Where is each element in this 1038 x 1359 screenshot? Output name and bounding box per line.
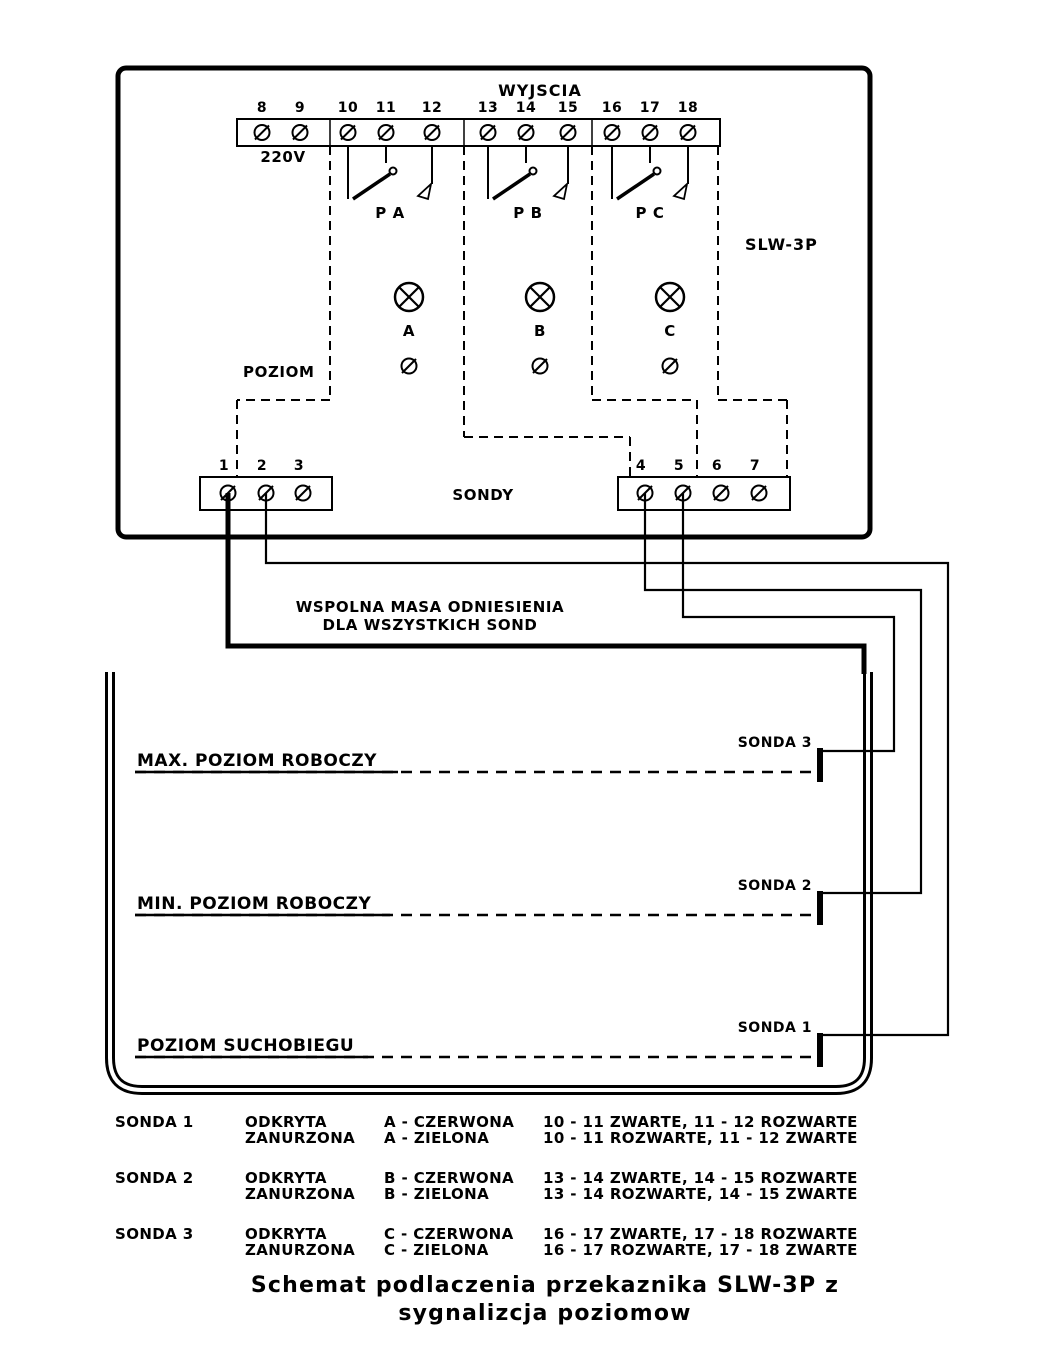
- relay-contact-a: [347, 146, 433, 201]
- legend-lamp-color: C - CZERWONA: [384, 1225, 514, 1243]
- relay-label: P B: [513, 204, 542, 222]
- output-terminal-number: 11: [376, 100, 396, 116]
- output-terminal-number: 8: [257, 100, 267, 116]
- relay-device-box: [115, 65, 873, 540]
- probe-label-middle: SONDA 2: [738, 878, 812, 894]
- probe-terminal-number: 4: [636, 458, 646, 474]
- legend-state: ODKRYTA: [245, 1169, 327, 1187]
- relay-contact-c: [611, 146, 689, 201]
- probe-terminal-number: 5: [674, 458, 684, 474]
- legend-contacts: 13 - 14 ZWARTE, 14 - 15 ROZWARTE: [543, 1169, 858, 1187]
- probe-wire-sonda-1: [264, 493, 950, 1037]
- probe-terminal-number: 6: [712, 458, 722, 474]
- output-terminal-number: 12: [422, 100, 442, 116]
- legend: SONDA 1 ODKRYTA A - CZERWONA 10 - 11 ZWA…: [115, 1113, 858, 1259]
- output-terminal-number: 15: [558, 100, 578, 116]
- legend-probe-name: SONDA 3: [115, 1225, 194, 1243]
- legend-lamp-color: A - CZERWONA: [384, 1113, 514, 1131]
- probe-terminal-number: 1: [219, 458, 229, 474]
- legend-state: ODKRYTA: [245, 1225, 327, 1243]
- legend-state: ZANURZONA: [245, 1129, 355, 1147]
- level-section-label: POZIOM: [243, 363, 314, 381]
- probe-terminal-number: 7: [750, 458, 760, 474]
- tank: [105, 672, 873, 1095]
- internal-dashed-wiring: [236, 146, 788, 476]
- relay-contact-b: [487, 146, 569, 201]
- probe-terminal-number: 2: [257, 458, 267, 474]
- lamp-label: B: [534, 322, 546, 340]
- probe-wire-sonda-2: [643, 493, 923, 895]
- lamp-terminal-screws: [400, 357, 679, 375]
- indicator-lamp-b: [524, 281, 556, 313]
- legend-lamp-color: C - ZIELONA: [384, 1241, 489, 1259]
- outputs-title: WYJSCIA: [498, 81, 582, 100]
- indicator-lamp-a: [393, 281, 425, 313]
- legend-contacts: 16 - 17 ZWARTE, 17 - 18 ROZWARTE: [543, 1225, 858, 1243]
- output-terminal-strip: [236, 118, 721, 147]
- common-mass-wire: [225, 493, 867, 674]
- probe-wire-sonda-3: [681, 493, 896, 753]
- output-terminal-number: 13: [478, 100, 498, 116]
- probe-terminal-screws-right: [636, 484, 768, 502]
- legend-probe-name: SONDA 1: [115, 1113, 194, 1131]
- output-terminal-number: 9: [295, 100, 305, 116]
- output-terminal-number: 14: [516, 100, 536, 116]
- probe-terminal-block-right: [617, 476, 791, 511]
- output-terminal-number: 17: [640, 100, 660, 116]
- legend-probe-name: SONDA 2: [115, 1169, 194, 1187]
- output-terminal-number: 18: [678, 100, 698, 116]
- output-terminal-screws: [253, 124, 697, 141]
- probes-section-label: SONDY: [452, 486, 514, 504]
- legend-state: ODKRYTA: [245, 1113, 327, 1131]
- level-label-min: MIN. POZIOM ROBOCZY: [137, 894, 371, 914]
- device-model-label: SLW-3P: [745, 235, 818, 254]
- legend-lamp-color: B - ZIELONA: [384, 1185, 489, 1203]
- lamp-label: C: [664, 322, 676, 340]
- diagram-caption-line2: sygnalizcja poziomow: [398, 1301, 691, 1326]
- legend-lamp-color: A - ZIELONA: [384, 1129, 489, 1147]
- common-mass-note-line1: WSPOLNA MASA ODNIESIENIA: [296, 598, 565, 616]
- indicator-lamp-c: [654, 281, 686, 313]
- supply-voltage-label: 220V: [260, 148, 305, 166]
- legend-lamp-color: B - CZERWONA: [384, 1169, 514, 1187]
- diagram-caption-line1: Schemat podlaczenia przekaznika SLW-3P z: [251, 1273, 839, 1298]
- probe-terminal-number: 3: [294, 458, 304, 474]
- legend-contacts: 10 - 11 ZWARTE, 11 - 12 ROZWARTE: [543, 1113, 858, 1131]
- legend-contacts: 10 - 11 ROZWARTE, 11 - 12 ZWARTE: [543, 1129, 858, 1147]
- output-terminal-number: 16: [602, 100, 622, 116]
- relay-label: P A: [375, 204, 405, 222]
- level-label-dry-run: POZIOM SUCHOBIEGU: [137, 1036, 354, 1056]
- common-mass-note-line2: DLA WSZYSTKICH SOND: [323, 616, 538, 634]
- output-terminal-number: 10: [338, 100, 358, 116]
- legend-contacts: 16 - 17 ROZWARTE, 17 - 18 ZWARTE: [543, 1241, 858, 1259]
- level-label-max: MAX. POZIOM ROBOCZY: [137, 751, 377, 771]
- relay-label: P C: [635, 204, 664, 222]
- probe-label-bottom: SONDA 1: [738, 1020, 812, 1036]
- legend-state: ZANURZONA: [245, 1185, 355, 1203]
- legend-contacts: 13 - 14 ROZWARTE, 14 - 15 ZWARTE: [543, 1185, 858, 1203]
- lamp-label: A: [403, 322, 415, 340]
- probe-label-top: SONDA 3: [738, 735, 812, 751]
- legend-state: ZANURZONA: [245, 1241, 355, 1259]
